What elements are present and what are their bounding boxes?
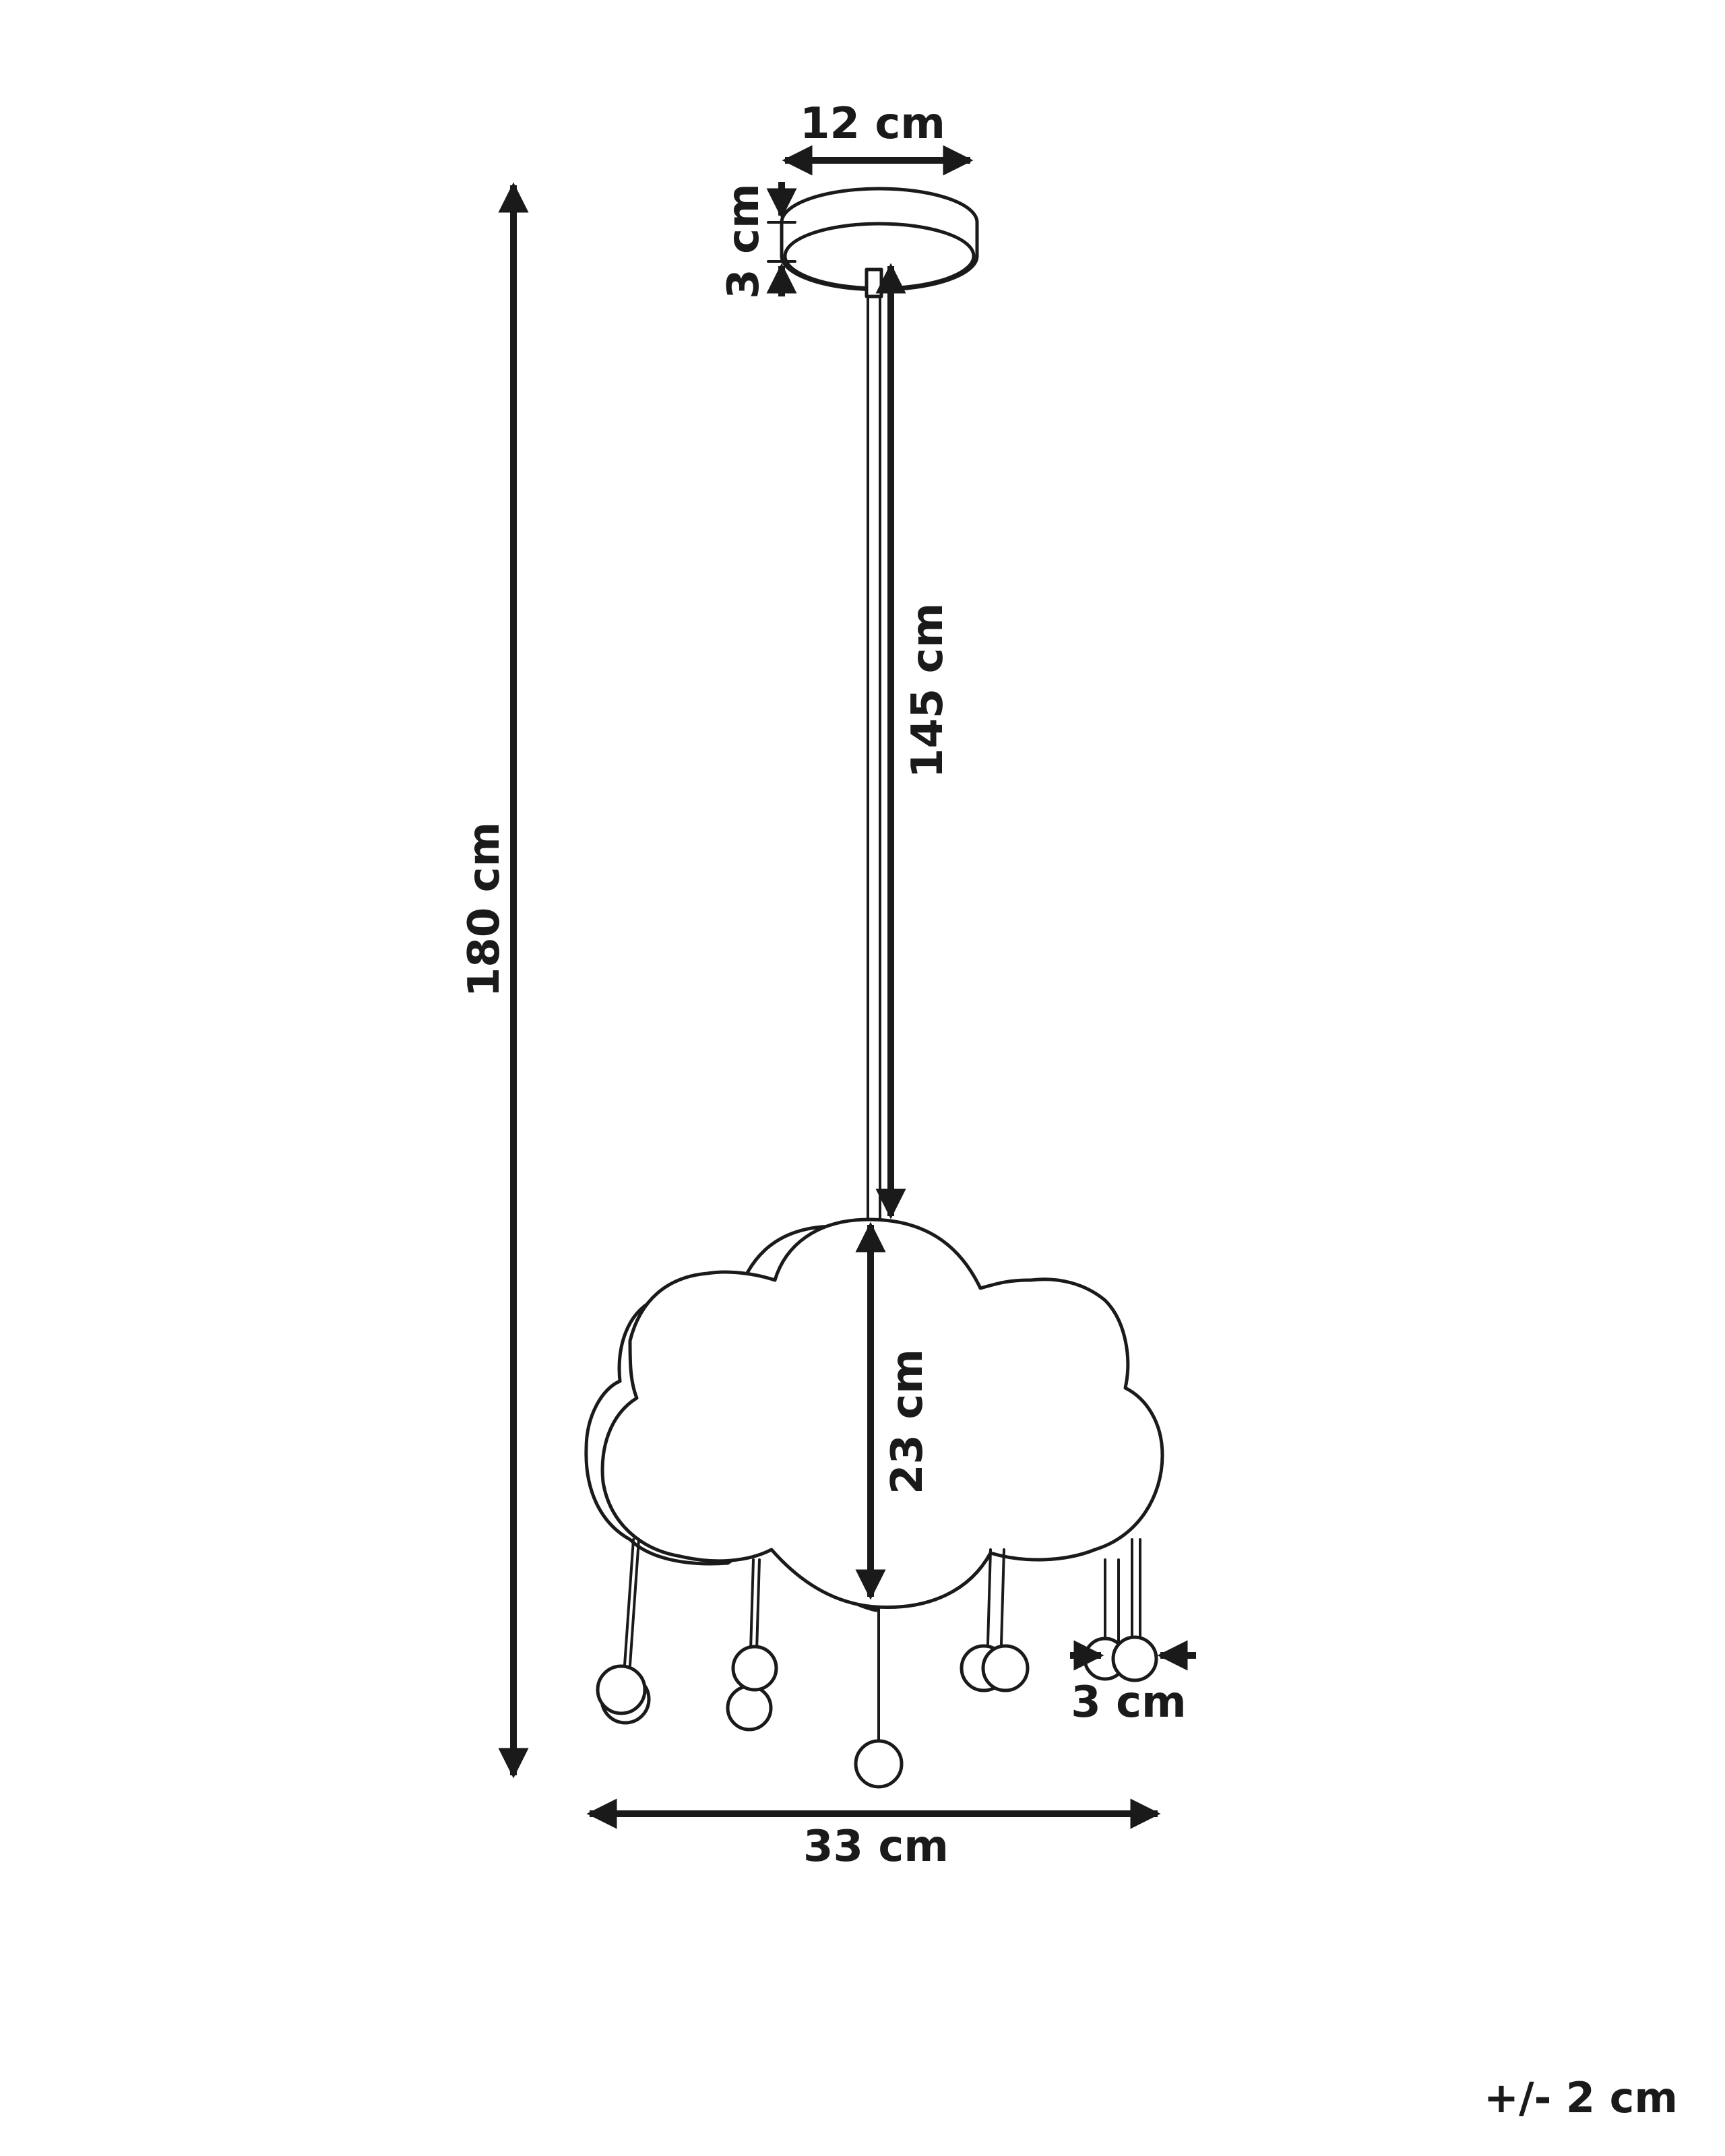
canopy-height-dimension: [766, 182, 797, 296]
total-height-label: 180 cm: [460, 822, 509, 998]
shade-width-label: 33 cm: [803, 1822, 949, 1872]
tolerance-note: +/- 2 cm: [1484, 2073, 1678, 2122]
canopy-height-label: 3 cm: [719, 183, 769, 298]
ball-diameter-label: 3 cm: [1071, 1678, 1186, 1727]
canopy-width-label: 12 cm: [800, 99, 945, 149]
ceiling-canopy: [780, 187, 979, 298]
hanging-pendants: [596, 1538, 1158, 1789]
cable-length-label: 145 cm: [903, 603, 953, 779]
shade-height-label: 23 cm: [883, 1349, 933, 1494]
suspension-cable: [867, 295, 881, 1221]
